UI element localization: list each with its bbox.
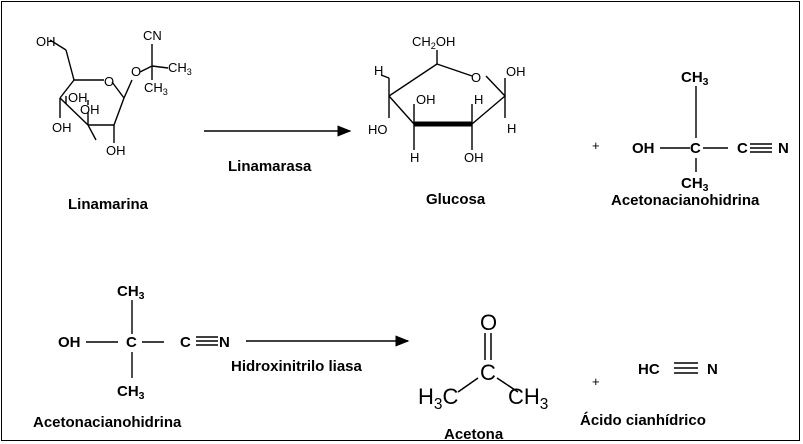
linamarin-label: Linamarina xyxy=(68,196,149,213)
acetone-carbonyl-carbon: C xyxy=(480,360,496,385)
plus-sign-2: + xyxy=(592,374,600,389)
glucose-h-left-top: H xyxy=(374,63,383,78)
hcn-hc: HC xyxy=(638,361,660,378)
glucose-oh-inner: OH xyxy=(416,92,436,107)
acetone-structure: O C H3C CH3 xyxy=(418,310,548,413)
glucose-oh-bottom: OH xyxy=(464,150,484,165)
hcn-structure: HC N xyxy=(638,361,718,378)
plus-sign-1: + xyxy=(592,138,600,153)
linamarin-oh-bottom: OH xyxy=(106,143,126,158)
acetonacianohidrina-label-2: Acetonacianohidrina xyxy=(33,414,182,431)
cyanohydrin1-ch3-bottom: CH3 xyxy=(681,175,709,194)
glucose-structure xyxy=(380,50,506,150)
cyanohydrin1-c-nitrile: C xyxy=(737,140,748,157)
linamarin-oh-mid: OH xyxy=(80,102,100,117)
enzyme-hidroxinitrilo-liasa: Hidroxinitrilo liasa xyxy=(231,358,363,375)
glucose-h-bottom: H xyxy=(410,150,419,165)
acetone-h3c: H3C xyxy=(418,384,458,413)
glucose-oh-right: OH xyxy=(506,64,526,79)
cyanohydrin1-c-center: C xyxy=(690,140,701,157)
cyanohydrin2-ch3-bottom: CH3 xyxy=(117,383,145,402)
glucose-ring-oxygen: O xyxy=(471,70,481,85)
linamarin-structure xyxy=(49,39,169,143)
acetona-label: Acetona xyxy=(444,426,504,443)
linamarin-link-oxygen: O xyxy=(131,64,141,79)
linamarin-ring-oxygen: O xyxy=(104,74,114,89)
cyanohydrin1-ch3-top: CH3 xyxy=(681,69,709,88)
linamarin-oh-top: OH xyxy=(36,34,56,49)
cyanohydrin1-oh: OH xyxy=(632,140,655,157)
linamarin-ch3-a: CH3 xyxy=(168,60,192,77)
acetone-oxygen: O xyxy=(480,310,497,335)
hcn-n: N xyxy=(707,361,718,378)
cyanohydrin2-n: N xyxy=(219,334,230,351)
acetonacianohidrina-structure-1: CH3 OH C C N CH3 xyxy=(632,69,789,194)
cyanohydrin2-c-center: C xyxy=(126,334,137,351)
glucose-ho-left: HO xyxy=(368,122,388,137)
glucose-ch2oh: CH2OH xyxy=(412,34,455,51)
linamarin-oh-ring: OH xyxy=(68,90,88,105)
acetonacianohidrina-structure-2: CH3 OH C C N CH3 xyxy=(58,283,230,402)
cyanohydrin2-ch3-top: CH3 xyxy=(117,283,145,302)
cyanohydrin2-c-nitrile: C xyxy=(180,334,191,351)
acetonacianohidrina-label-1: Acetonacianohidrina xyxy=(611,192,760,209)
glucose-label: Glucosa xyxy=(426,191,486,208)
linamarin-cn: CN xyxy=(143,28,162,43)
linamarin-ch3-b: CH3 xyxy=(144,80,168,97)
glucose-h-inner: H xyxy=(474,92,483,107)
linamarin-oh-left: OH xyxy=(52,120,72,135)
glucose-h-right: H xyxy=(507,121,516,136)
cyanohydrin2-oh: OH xyxy=(58,334,81,351)
glucose-atoms: CH2OH H O OH HO OH H H H OH xyxy=(368,34,526,165)
linamarin-atoms: OH CN CH3 CH3 O O OH OH OH OH xyxy=(36,28,192,158)
enzyme-linamarasa: Linamarasa xyxy=(228,158,312,175)
acido-cianhidrico-label: Ácido cianhídrico xyxy=(580,412,706,429)
cyanohydrin1-n: N xyxy=(778,140,789,157)
acetone-ch3: CH3 xyxy=(508,384,548,413)
